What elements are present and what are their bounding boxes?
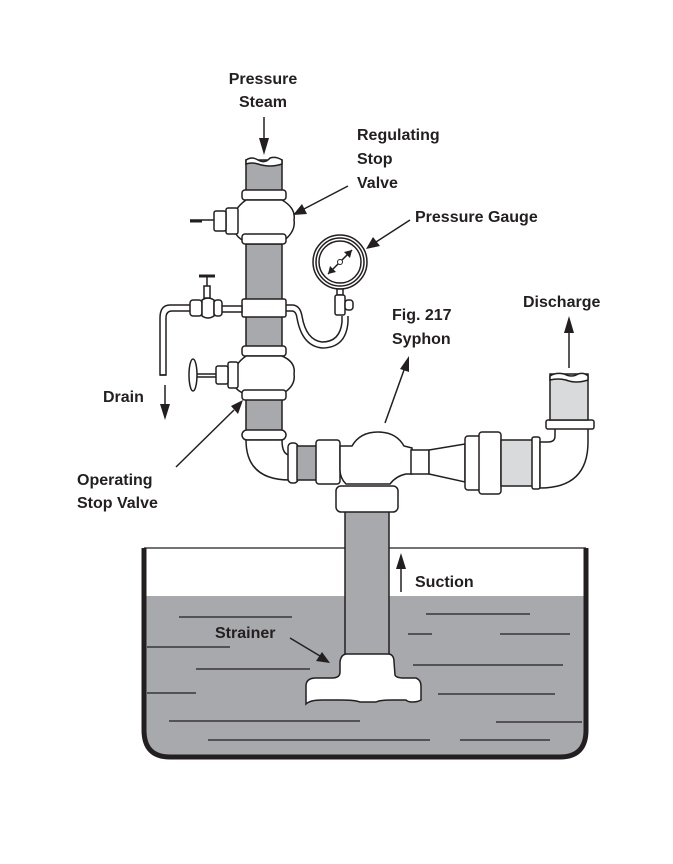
operating-stop-valve xyxy=(188,345,295,401)
drain-valve xyxy=(189,274,223,319)
steam-line xyxy=(245,156,283,434)
pressure-gauge xyxy=(312,234,368,316)
label-drain: Drain xyxy=(103,389,144,406)
arrow-syphon xyxy=(384,356,409,424)
arrow-regulating-valve xyxy=(293,185,349,215)
syphon-body xyxy=(335,431,466,513)
label-syphon-line1: Fig. 217 xyxy=(392,307,452,324)
gauge-siphon-tube xyxy=(286,304,349,349)
label-suction: Suction xyxy=(415,574,474,591)
strainer xyxy=(305,653,422,706)
label-regulating-line2: Stop xyxy=(357,151,393,168)
label-regulating-line1: Regulating xyxy=(357,127,440,144)
arrow-discharge xyxy=(564,316,574,368)
steam-tee xyxy=(241,298,287,318)
label-pressure-steam-line2: Steam xyxy=(239,94,287,111)
label-syphon-line2: Syphon xyxy=(392,331,451,348)
discharge-line xyxy=(464,372,595,495)
tank-wall xyxy=(141,548,589,760)
steam-elbow xyxy=(241,429,341,485)
label-operating-line2: Stop Valve xyxy=(77,495,158,512)
arrow-strainer xyxy=(289,637,330,663)
arrow-operating-valve xyxy=(175,400,243,468)
arrow-suction xyxy=(396,553,406,592)
arrow-pressure-gauge xyxy=(366,219,411,249)
liquid-ripples xyxy=(147,613,582,741)
arrow-pressure-steam xyxy=(259,117,269,155)
label-pressure-steam-line1: Pressure xyxy=(229,71,298,88)
regulating-stop-valve xyxy=(190,189,295,245)
label-operating-line1: Operating xyxy=(77,472,153,489)
label-discharge: Discharge xyxy=(523,294,600,311)
label-regulating-line3: Valve xyxy=(357,175,398,192)
arrow-drain xyxy=(160,385,170,420)
label-strainer: Strainer xyxy=(215,625,275,642)
suction-pipe xyxy=(344,504,390,656)
label-pressure-gauge: Pressure Gauge xyxy=(415,209,538,226)
